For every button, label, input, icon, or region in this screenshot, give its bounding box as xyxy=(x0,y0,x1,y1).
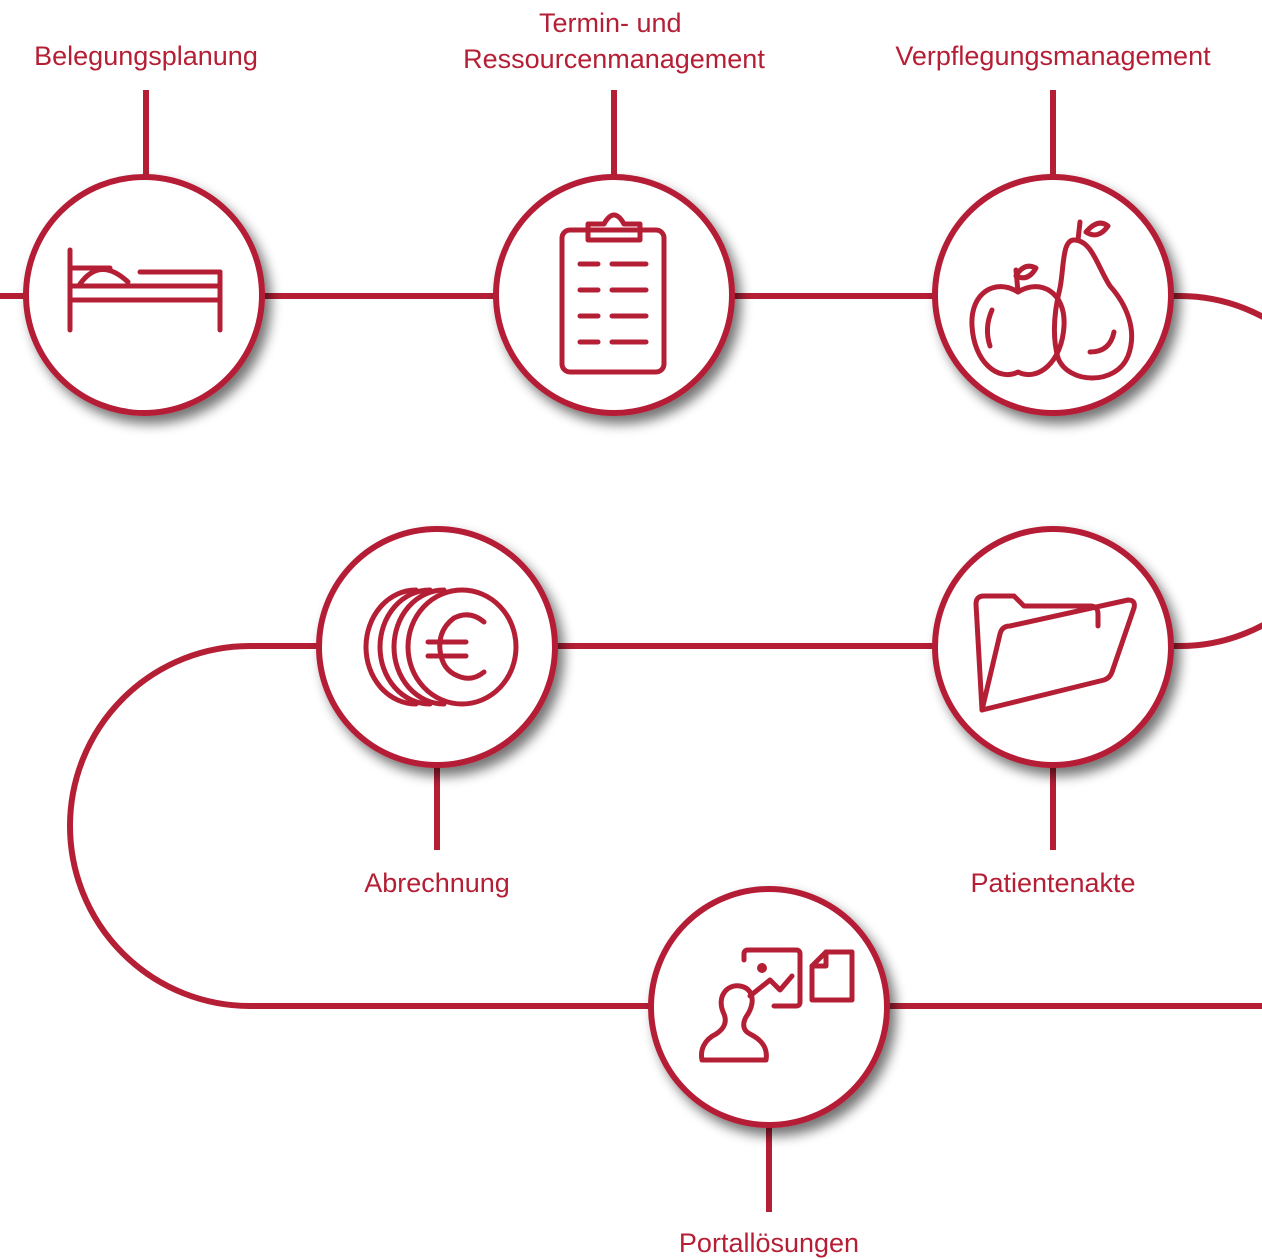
label-portalloesungen: Portallösungen xyxy=(679,1228,859,1258)
node-portalloesungen: Portallösungen xyxy=(648,886,890,1258)
label-abrechnung: Abrechnung xyxy=(364,868,510,898)
label-termin: Termin- und Ressourcenmanagement xyxy=(463,8,765,74)
node-termin-ressourcenmanagement: Termin- und Ressourcenmanagement xyxy=(463,8,765,416)
node-circle xyxy=(493,174,735,416)
label-verpflegungsmanagement: Verpflegungsmanagement xyxy=(895,41,1211,71)
node-abrechnung: Abrechnung xyxy=(316,526,558,898)
euro-coins-icon xyxy=(363,587,519,707)
node-circle xyxy=(23,174,265,416)
label-stems xyxy=(143,90,1056,1212)
node-circle xyxy=(648,886,890,1128)
portal-user-icon xyxy=(699,947,855,1063)
connector-curve-right xyxy=(1179,293,1262,649)
node-circle xyxy=(932,526,1174,768)
clipboard-icon xyxy=(559,212,667,375)
folder-icon xyxy=(973,593,1137,713)
bed-icon xyxy=(67,247,223,333)
node-patientenakte: Patientenakte xyxy=(932,526,1174,898)
label-patientenakte: Patientenakte xyxy=(970,868,1135,898)
node-belegungsplanung: Belegungsplanung xyxy=(23,41,265,416)
connector-curve-left xyxy=(67,643,251,1009)
fruit-icon xyxy=(969,219,1135,381)
label-belegungsplanung: Belegungsplanung xyxy=(34,41,258,71)
node-circle xyxy=(316,526,558,768)
node-verpflegungsmanagement: Verpflegungsmanagement xyxy=(895,41,1211,416)
